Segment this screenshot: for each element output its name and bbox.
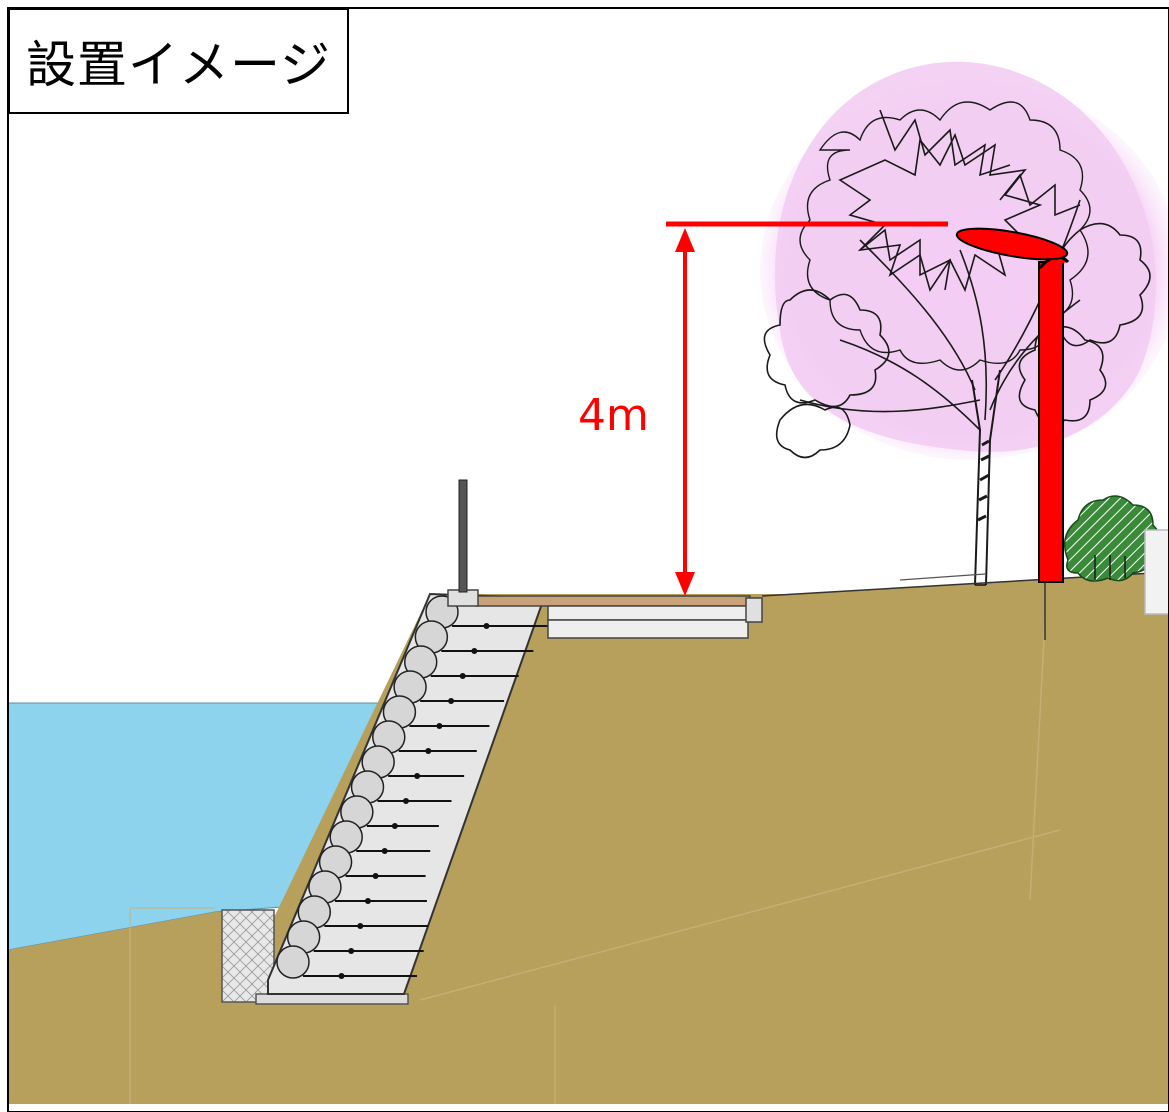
pavement-base-2 (547, 619, 749, 639)
anchor-node (348, 948, 355, 954)
height-label: 4m (578, 390, 649, 441)
wall-block (276, 945, 310, 979)
lamp-pole (1038, 261, 1064, 583)
wall-block-column (276, 595, 550, 979)
anchor-node (372, 873, 379, 879)
dimension-arrow-bottom (675, 572, 695, 596)
tree-root-line (899, 573, 986, 581)
wall-footing (221, 909, 275, 1003)
anchor-node (357, 923, 364, 929)
anchor-node (338, 973, 345, 979)
diagram-title: 設置イメージ (8, 8, 349, 114)
footing-base (255, 993, 409, 1005)
anchor-node (403, 798, 409, 804)
pavement-surface (475, 595, 751, 607)
height-dimension (666, 221, 948, 596)
anchor-node (414, 773, 421, 779)
lamp-head (955, 227, 1069, 261)
anchor-node (391, 823, 398, 829)
anchor-node (381, 848, 388, 854)
anchor-node (425, 748, 432, 754)
anchor-node (483, 623, 490, 629)
dimension-arrow-top (675, 228, 695, 252)
anchor-node (436, 723, 443, 729)
street-lamp-icon (955, 227, 1070, 640)
pavement-base-1 (547, 605, 751, 621)
anchor-node (448, 698, 455, 704)
railing-post-icon (458, 479, 468, 593)
anchor-node (364, 898, 371, 904)
building-edge (1144, 529, 1169, 615)
edge-curb (745, 597, 763, 623)
diagram-border (7, 7, 1169, 1112)
anchor-node (459, 673, 466, 679)
anchor-node (471, 648, 478, 654)
soil-guide-lines (129, 619, 1061, 1104)
